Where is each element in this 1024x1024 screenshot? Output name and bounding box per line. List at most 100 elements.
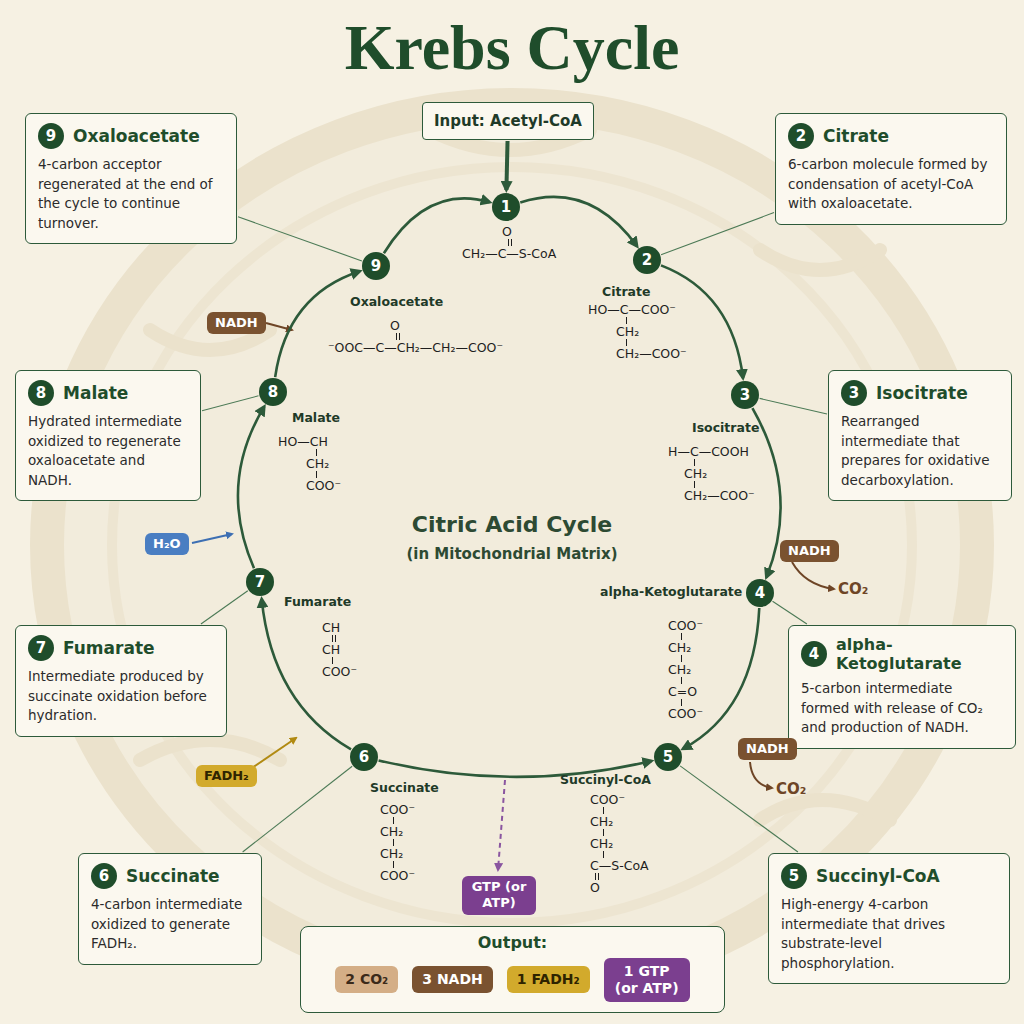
structure-line: O <box>502 224 556 239</box>
node-text: NADH <box>746 741 789 757</box>
leader-line <box>760 398 827 414</box>
bond-line <box>393 817 394 824</box>
bond-line <box>681 699 682 706</box>
bond-line <box>626 317 627 324</box>
callout-header: 9 Oxaloacetate <box>38 123 224 149</box>
step-number: 5 <box>663 748 673 766</box>
step-number: 5 <box>789 867 799 885</box>
step-number: 6 <box>99 867 109 885</box>
bond-line <box>595 873 599 880</box>
callout-box: 4alpha-Ketoglutarate5-carbon intermediat… <box>788 625 1016 749</box>
callout-number: 4 <box>801 641 827 667</box>
nadh-pill: NADH <box>207 312 266 334</box>
cycle-arrow <box>384 198 490 253</box>
cycle-arrow <box>238 407 264 569</box>
step-circle: 5 <box>654 743 682 771</box>
molecule-name: Isocitrate <box>692 420 759 435</box>
callout-header: 2 Citrate <box>788 123 994 149</box>
callout-body: High-energy 4-carbon intermediate that d… <box>781 895 997 973</box>
node-text: Input: Acetyl-CoA <box>431 112 585 130</box>
step-circle: 7 <box>246 568 274 596</box>
label-text: Isocitrate <box>692 420 759 435</box>
structure-line: HO—C—COO⁻ <box>588 302 687 317</box>
callout-body: 4-carbon acceptor regenerated at the end… <box>38 155 224 233</box>
structure-line: COO⁻ <box>668 706 703 721</box>
step-number: 8 <box>268 383 278 401</box>
bond-line <box>393 861 394 868</box>
callout-body: 4-carbon intermediate oxidized to genera… <box>91 895 249 954</box>
step-number: 4 <box>809 645 819 663</box>
chemical-structure: COO⁻CH₂CH₂C=OCOO⁻ <box>668 618 703 721</box>
node-text: FADH₂ <box>204 768 249 784</box>
gtp-pill: GTP (or ATP) <box>462 876 536 915</box>
structure-line: COO⁻ <box>380 868 415 883</box>
callout-body: 5-carbon intermediate formed with releas… <box>801 679 1003 738</box>
step-number: 3 <box>740 386 750 404</box>
bond-line <box>332 635 336 642</box>
step-number: 6 <box>359 748 369 766</box>
step-circle: 9 <box>362 252 390 280</box>
cycle-arrow <box>275 271 360 377</box>
callout-header: 3Isocitrate <box>841 380 999 406</box>
fadh2-pill: FADH₂ <box>196 765 257 787</box>
cycle-arrow <box>520 197 637 246</box>
leader-line <box>238 217 362 261</box>
structure-line: COO⁻ <box>306 478 341 493</box>
callout-header: 6 Succinate <box>91 863 249 889</box>
structure-line: CH₂ <box>590 814 649 829</box>
bond-line <box>316 471 317 478</box>
structure-line: COO⁻ <box>590 792 649 807</box>
step-number: 9 <box>371 257 381 275</box>
callout-heading: Oxaloacetate <box>73 126 224 146</box>
leader-line <box>773 601 807 624</box>
callout-body: Rearranged intermediate that prepares fo… <box>841 412 999 490</box>
callout-box: 2 Citrate 6-carbon molecule formed by cond… <box>775 113 1007 225</box>
step-circle: 3 <box>731 381 759 409</box>
molecule-name: Citrate <box>602 284 651 299</box>
structure-line: CH₂ <box>616 324 687 339</box>
structure-line: CH₂ <box>684 466 755 481</box>
nadh-pill: NADH <box>780 540 839 562</box>
input-box: Input: Acetyl-CoA <box>422 102 594 140</box>
structure-line: CH₂ <box>668 640 703 655</box>
callout-header: 8 Malate <box>28 380 188 406</box>
bond-line <box>393 839 394 846</box>
callout-heading: Citrate <box>823 126 994 146</box>
callout-number: 8 <box>28 380 54 406</box>
step-number: 9 <box>46 127 56 145</box>
bond-line <box>626 339 627 346</box>
node-text: H₂O <box>153 536 181 552</box>
title-box: Krebs Cycle <box>0 4 1024 92</box>
callout-header: 5Succinyl-CoA <box>781 863 997 889</box>
callout-number: 3 <box>841 380 867 406</box>
bond-line <box>332 657 333 664</box>
chemical-structure: HO—C—COO⁻CH₂CH₂—COO⁻ <box>588 302 687 361</box>
callout-box: 9 Oxaloacetate 4-carbon acceptor regenerat… <box>25 113 237 244</box>
molecule-name: alpha-Ketoglutarate <box>600 584 742 599</box>
leader-line <box>243 766 353 852</box>
callout-body: 6-carbon molecule formed by condensation… <box>788 155 994 214</box>
step-number: 4 <box>755 584 765 602</box>
co2-label: CO₂ <box>838 580 868 598</box>
structure-line: CH₂ <box>306 456 341 471</box>
step-circle: 1 <box>492 193 520 221</box>
label-text: Fumarate <box>284 594 351 609</box>
leader-line <box>661 213 774 255</box>
node-text: NADH <box>215 315 258 331</box>
callout-heading: Fumarate <box>63 638 214 658</box>
bond-line <box>681 677 682 684</box>
bond-line <box>603 807 604 814</box>
structure-line: C=O <box>668 684 703 699</box>
structure-line: CH₂ <box>380 824 415 839</box>
bond-line <box>396 333 400 340</box>
callout-heading: Succinate <box>126 866 249 886</box>
callout-heading: Malate <box>63 383 188 403</box>
leader-line <box>202 396 258 411</box>
bond-line <box>603 829 604 836</box>
node-text: 1 GTP (or ATP) <box>614 963 680 997</box>
structure-line: COO⁻ <box>380 802 415 817</box>
step-number: 2 <box>796 127 806 145</box>
molecule-name: Fumarate <box>284 594 351 609</box>
label-text: Malate <box>292 410 340 425</box>
